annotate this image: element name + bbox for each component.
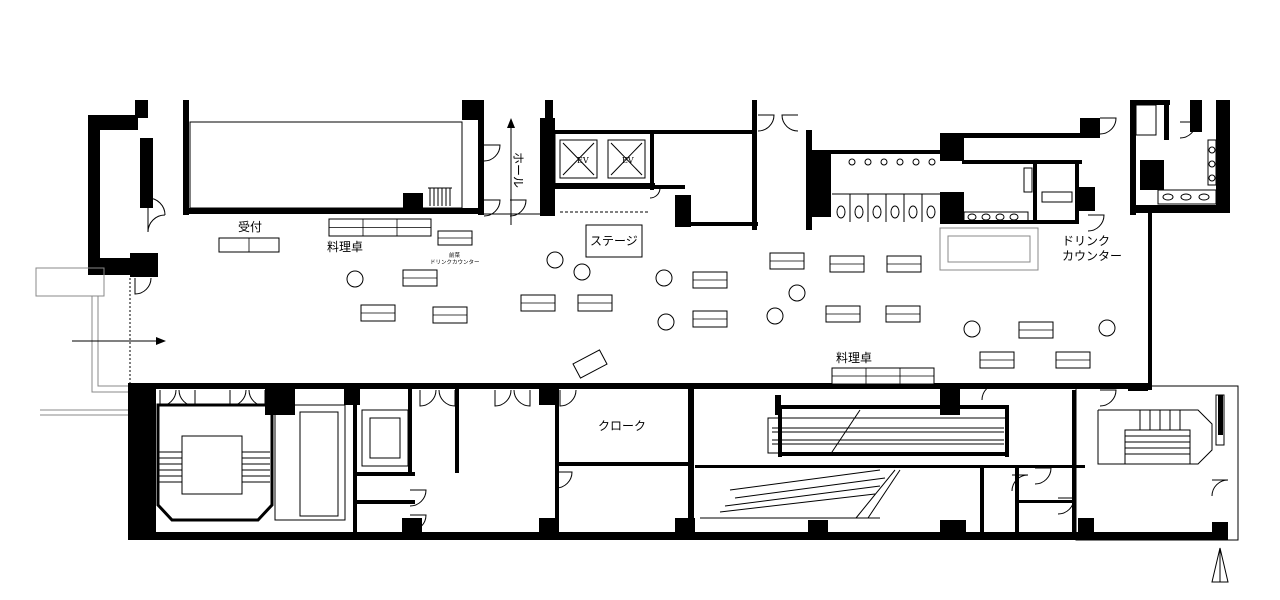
table [979,351,1015,369]
table [520,294,556,312]
round-tables [346,251,1116,338]
table [692,310,728,328]
round-table [655,269,673,287]
pre-drink-label-line1: 前菜 [449,251,461,259]
stage [585,224,643,258]
building-walls [88,100,1230,390]
round-table [963,320,981,338]
elevator-label: EV [577,156,589,165]
round-table [573,263,591,281]
labels: 受付 料理卓 前菜 ドリンクカウンター ホール EV EV ステージ ドリンク … [238,152,1122,433]
round-table [1098,319,1116,337]
round-table [346,270,364,288]
round-table [788,284,806,302]
cloak-label: クローク [598,419,646,433]
table [577,294,613,312]
stage-label: ステージ [590,234,638,248]
reception-desk [218,237,280,253]
elevator-label: EV [622,156,634,165]
entrance-path [35,267,128,416]
table [572,349,608,379]
round-table [766,307,784,325]
table [360,304,396,322]
hall-arrow [507,118,515,225]
lower-rooms [128,383,1239,583]
hall-label: ホール [511,152,525,188]
buffet-table [328,218,432,237]
table [885,305,921,323]
pre-drink-label-line2: ドリンクカウンター [430,258,480,266]
drink-counter-small [437,230,473,246]
drink-counter-label-line1: ドリンク [1062,234,1110,248]
table [402,269,438,287]
doors [134,114,1229,532]
round-table [657,313,675,331]
table [1018,321,1054,339]
drink-counter-label-line2: カウンター [1062,249,1122,263]
table [432,306,468,324]
rect-tables [218,218,1091,385]
round-table [546,251,564,269]
buffet-table-label: 料理卓 [327,240,363,254]
entrance-arrow [72,337,166,345]
buffet-table [831,367,935,385]
table [769,252,805,270]
table [825,305,861,323]
reception-label: 受付 [238,220,262,234]
table [829,255,865,273]
table [1055,351,1091,369]
buffet-table-label: 料理卓 [836,351,872,365]
table [692,271,728,289]
table [886,255,922,273]
